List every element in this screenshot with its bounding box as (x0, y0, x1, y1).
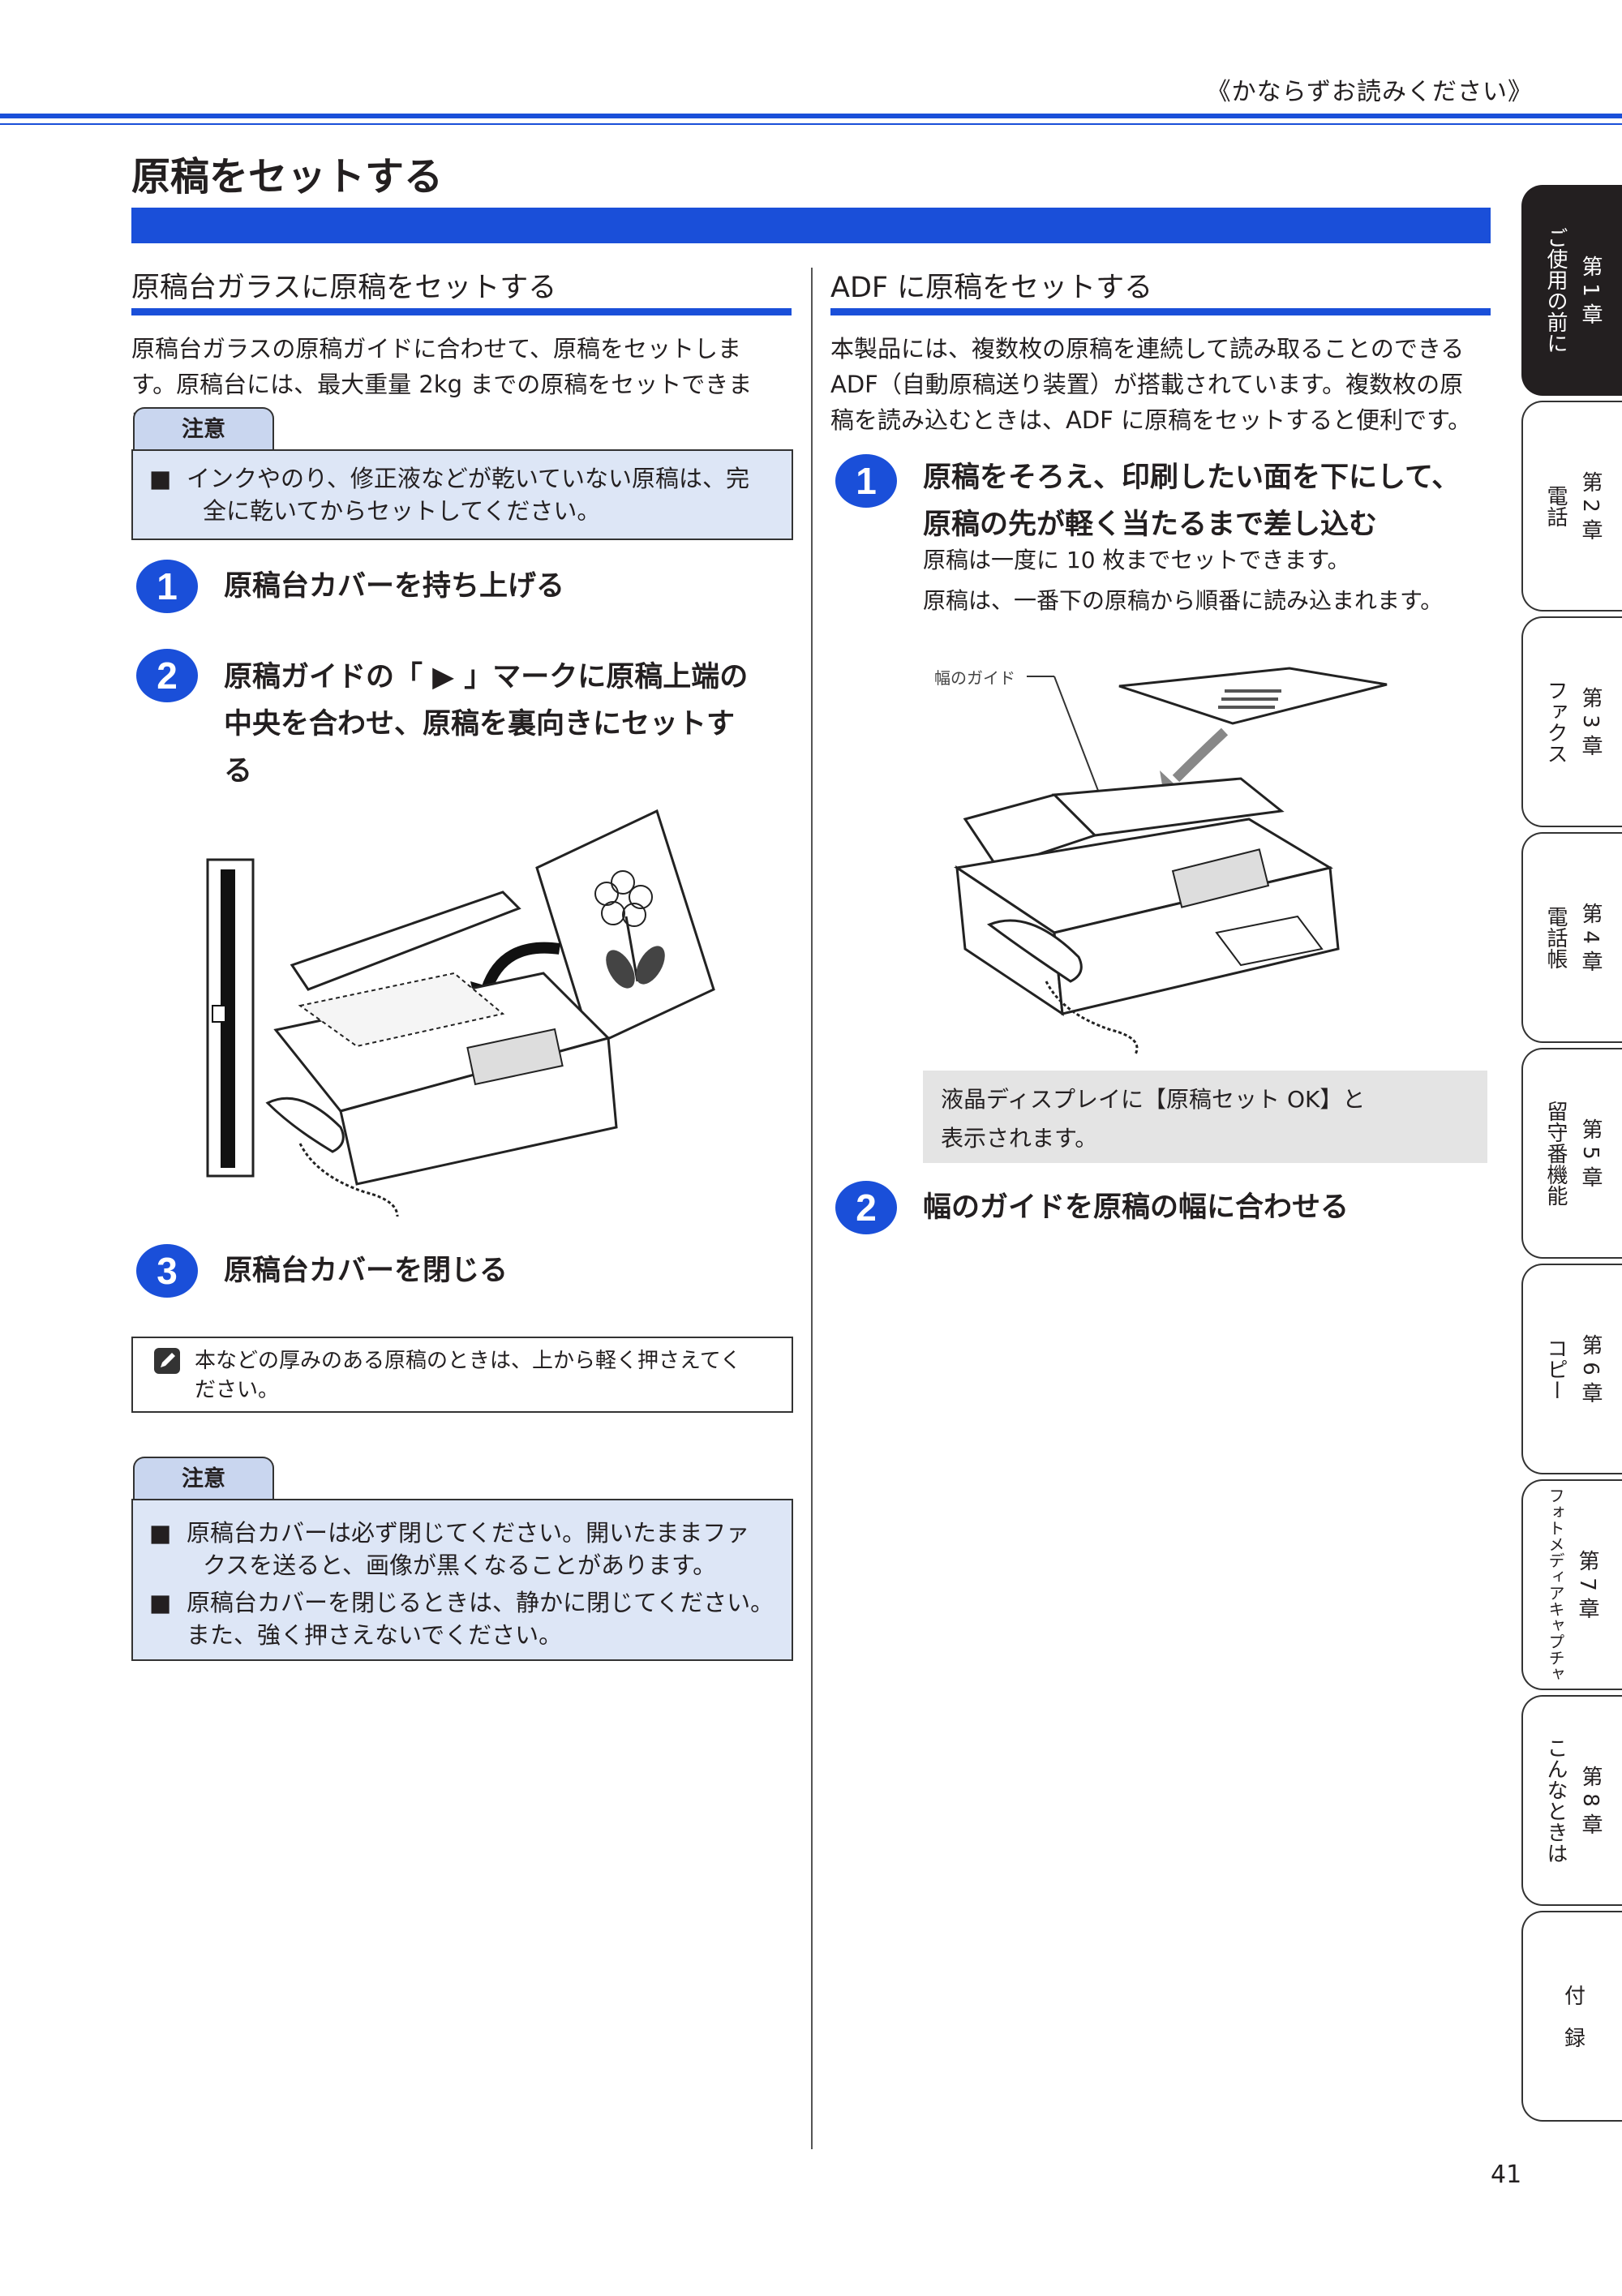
adf-intro: 本製品には、複数枚の原稿を連続して読み取ることのできる ADF（自動原稿送り装置… (830, 335, 1472, 434)
step-badge-3: 3 (136, 1244, 198, 1298)
adf-step-2-text: 幅のガイドを原稿の幅に合わせる (923, 1191, 1350, 1224)
header-rule (0, 114, 1622, 118)
step-badge-1: 1 (136, 560, 198, 613)
adf-step-badge-2: 2 (835, 1181, 897, 1234)
flatbed-illustration (206, 809, 715, 1217)
chapter-tab-3[interactable]: 第 3 章ファクス (1521, 616, 1622, 827)
section-title-adf: ADF に原稿をセットする (830, 272, 1153, 304)
page-number: 41 (1491, 2161, 1522, 2189)
display-message: 液晶ディスプレイに【原稿セット OK】と 表示されます。 (941, 1086, 1366, 1152)
caution-box: ■ インクやのり、修正液などが乾いていない原稿は、完 全に乾いてからセットしてく… (131, 449, 793, 540)
chapter-tab-8[interactable]: 第 8 章こんなときは (1521, 1695, 1622, 1906)
section-title-glass: 原稿台ガラスに原稿をセットする (131, 272, 557, 304)
caution-item-2: ■ 原稿台カバーを閉じるときは、静かに閉じてください。 また、強く押さえないでく… (149, 1589, 775, 1649)
section-rule-adf (830, 308, 1491, 315)
step-badge-2: 2 (136, 649, 198, 702)
width-guide-label: 幅のガイド (934, 668, 1015, 688)
section-rule-glass (131, 308, 792, 315)
step-3-text: 原稿台カバーを閉じる (224, 1255, 508, 1287)
chapter-tab-2[interactable]: 第 2 章電話 (1521, 401, 1622, 612)
chapter-tab-appendix[interactable]: 付 録 (1521, 1911, 1622, 2122)
step-2-text: 原稿ガイドの「 ▶ 」マークに原稿上端の 中央を合わせ、原稿を裏向きにセットす … (224, 661, 749, 788)
caution-item-1: ■ 原稿台カバーは必ず閉じてください。開いたままファ クスを送ると、画像が黒くな… (149, 1519, 750, 1579)
title-bar (131, 208, 1491, 243)
header-rule-thin (0, 123, 1622, 125)
caution-box-2: ■ 原稿台カバーは必ず閉じてください。開いたままファ クスを送ると、画像が黒くな… (131, 1499, 793, 1661)
chapter-tab-1[interactable]: 第 1 章ご使用の前に (1521, 185, 1622, 396)
pencil-note-icon (154, 1348, 180, 1374)
chapter-tab-5[interactable]: 第 5 章留守番機能 (1521, 1048, 1622, 1259)
adf-step-1-notes: 原稿は一度に 10 枚までセットできます。 原稿は、一番下の原稿から順番に読み込… (923, 547, 1444, 614)
glass-intro: 原稿台ガラスの原稿ガイドに合わせて、原稿をセットしま す。原稿台には、最大重量 … (131, 335, 753, 434)
caution-item: ■ インクやのり、修正液などが乾いていない原稿は、完 全に乾いてからセットしてく… (149, 465, 749, 525)
caution-tab: 注意 (133, 407, 274, 451)
page-title: 原稿をセットする (131, 154, 444, 200)
note-box: 本などの厚みのある原稿のときは、上から軽く押さえてく ださい。 (131, 1337, 793, 1413)
chapter-tab-7[interactable]: 第 7 章フォトメディアキャプチャ (1521, 1479, 1622, 1690)
display-message-box: 液晶ディスプレイに【原稿セット OK】と 表示されます。 (923, 1071, 1487, 1163)
header-note: 《かならずお読みください》 (1206, 78, 1533, 106)
chapter-tab-6[interactable]: 第 6 章コピー (1521, 1264, 1622, 1474)
step-1-text: 原稿台カバーを持ち上げる (224, 570, 565, 603)
adf-step-badge-1: 1 (835, 454, 897, 508)
note-text: 本などの厚みのある原稿のときは、上から軽く押さえてく ださい。 (195, 1349, 741, 1402)
caution-tab-2: 注意 (133, 1457, 274, 1500)
adf-illustration (954, 667, 1388, 1055)
chapter-tab-4[interactable]: 第 4 章電話帳 (1521, 832, 1622, 1043)
column-divider (811, 268, 813, 2149)
adf-step-1-text: 原稿をそろえ、印刷したい面を下にして、 原稿の先が軽く当たるまで差し込む (923, 461, 1461, 541)
